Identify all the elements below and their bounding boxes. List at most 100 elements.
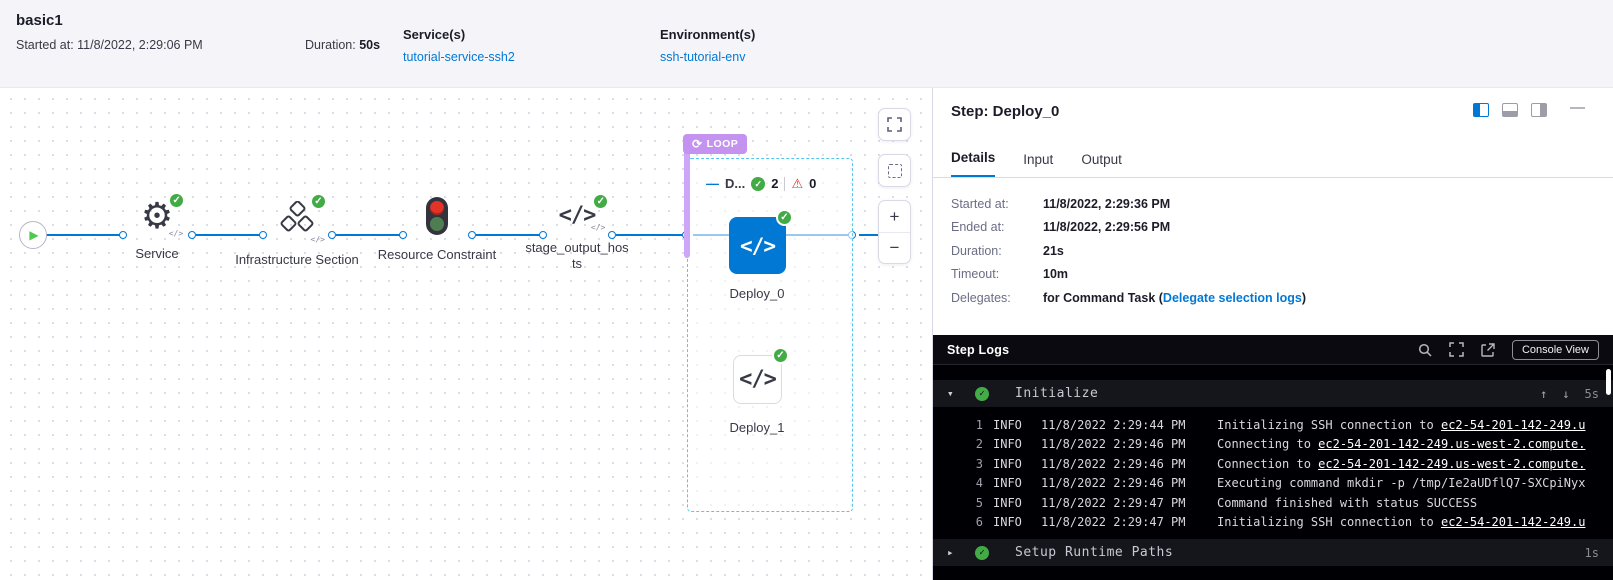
minimize-panel-icon[interactable]: —	[1570, 99, 1585, 116]
detail-row-delegates: Delegates: for Command Task (Delegate se…	[951, 286, 1597, 310]
log-group-duration: 5s	[1584, 386, 1599, 401]
duration-label: Duration:	[305, 38, 360, 52]
log-text: Executing command mkdir -p /tmp/Ie2aUDfl…	[1217, 476, 1586, 491]
node-service[interactable]: ⚙ ✓ </> Service	[95, 192, 219, 262]
chevron-down-icon[interactable]: ▾	[947, 387, 954, 400]
open-logs-new-tab-button[interactable]	[1481, 342, 1495, 357]
fullscreen-icon	[1449, 342, 1464, 357]
success-badge-icon: ✓	[310, 193, 327, 210]
connector-dot	[608, 231, 616, 239]
connector-dot	[259, 231, 267, 239]
tab-details[interactable]: Details	[951, 150, 996, 177]
failed-count: 0	[809, 176, 817, 191]
log-text: Connecting to	[1217, 437, 1319, 452]
marquee-select-icon	[887, 163, 902, 178]
pipeline-canvas[interactable]: ▶ ⚙ ✓ </> Service ✓ </> Infrastructur	[0, 88, 932, 580]
pipeline-start-button[interactable]: ▶	[19, 221, 47, 249]
step-panel-title: Step: Deploy_0	[951, 103, 1060, 120]
canvas-select-button[interactable]	[878, 154, 911, 187]
environments-label: Environment(s)	[660, 27, 756, 42]
detail-label: Started at:	[951, 196, 1009, 211]
console-view-button[interactable]: Console View	[1511, 339, 1599, 360]
edge	[616, 234, 683, 236]
services-block: Service(s) tutorial-service-ssh2	[403, 27, 515, 64]
red-light-icon	[430, 201, 444, 215]
loop-group-boundary[interactable]	[687, 158, 853, 512]
split-view-icon[interactable]	[1473, 103, 1489, 117]
services-label: Service(s)	[403, 27, 466, 42]
log-line-number: 6	[975, 515, 983, 530]
zoom-out-button[interactable]: −	[879, 232, 910, 263]
loop-icon: ⟳	[692, 137, 703, 151]
log-level: INFO	[993, 515, 1022, 530]
delegates-suffix: )	[1301, 290, 1307, 305]
success-count-icon: ✓	[751, 176, 766, 191]
success-count: 2	[771, 176, 779, 191]
log-timestamp: 11/8/2022 2:29:46 PM	[1041, 437, 1186, 452]
node-stage-output-hosts[interactable]: </> ✓ </> stage_output_hosts	[515, 193, 639, 273]
bottom-view-icon[interactable]	[1502, 103, 1518, 117]
zoom-in-button[interactable]: +	[889, 206, 900, 226]
log-level: INFO	[993, 417, 1022, 432]
scroll-down-icon[interactable]: ↓	[1562, 386, 1570, 401]
delegate-selection-logs-link[interactable]: Delegate selection logs	[1162, 290, 1302, 305]
connector-dot	[399, 231, 407, 239]
right-view-icon[interactable]	[1531, 103, 1547, 117]
node-resource-constraint[interactable]: Resource Constraint	[375, 197, 499, 263]
log-host-link[interactable]: ec2-54-201-142-249.us-west-2.compute.	[1318, 456, 1586, 471]
gear-icon: ⚙	[140, 195, 174, 236]
log-group-setup-runtime-paths[interactable]: ▸ ✓ Setup Runtime Paths 1s	[933, 539, 1613, 566]
log-timestamp: 11/8/2022 2:29:44 PM	[1041, 417, 1186, 432]
service-link[interactable]: tutorial-service-ssh2	[403, 50, 515, 64]
canvas-fullscreen-button[interactable]	[878, 108, 911, 141]
edge	[336, 234, 403, 236]
loop-accent-bar	[684, 140, 690, 258]
search-logs-button[interactable]	[1418, 343, 1432, 357]
node-deploy-0[interactable]: </>	[729, 217, 786, 274]
expand-logs-button[interactable]	[1449, 342, 1464, 357]
chevron-right-icon[interactable]: ▸	[947, 546, 954, 559]
log-line-number: 2	[975, 437, 983, 452]
console-scrollbar[interactable]	[1606, 369, 1611, 395]
code-icon: </>	[739, 367, 777, 392]
log-level: INFO	[993, 495, 1022, 510]
started-at-text: Started at: 11/8/2022, 2:29:06 PM	[16, 38, 203, 52]
log-group-initialize[interactable]: ▾ ✓ Initialize ↑ ↓ 5s	[933, 380, 1613, 407]
log-text: Initializing SSH connection to	[1217, 515, 1441, 530]
log-host-link[interactable]: ec2-54-201-142-249.u	[1440, 515, 1586, 530]
loop-group-title: D...	[725, 176, 746, 191]
collapse-icon[interactable]: —	[706, 176, 719, 191]
log-host-link[interactable]: ec2-54-201-142-249.u	[1440, 417, 1586, 432]
detail-value: 21s	[1043, 243, 1064, 258]
node-deploy-1[interactable]: </>	[733, 355, 782, 404]
tab-output[interactable]: Output	[1081, 152, 1122, 167]
log-level: INFO	[993, 437, 1022, 452]
environment-link[interactable]: ssh-tutorial-env	[660, 50, 746, 64]
log-timestamp: 11/8/2022 2:29:46 PM	[1041, 456, 1186, 471]
success-badge-icon: ✓	[772, 347, 789, 364]
scroll-up-icon[interactable]: ↑	[1540, 386, 1548, 401]
log-message: Connection to ec2-54-201-142-249.us-west…	[1217, 457, 1613, 471]
loop-group-header[interactable]: — D... ✓ 2 ⚠ 0	[706, 176, 816, 191]
step-logs-title: Step Logs	[947, 342, 1010, 357]
log-group-duration: 1s	[1584, 545, 1599, 560]
search-icon	[1418, 343, 1432, 357]
node-infrastructure[interactable]: ✓ </> Infrastructure Section	[235, 193, 359, 268]
zoom-controls: + −	[878, 200, 911, 264]
duration-value: 50s	[359, 38, 381, 52]
tab-input[interactable]: Input	[1023, 152, 1054, 167]
group-success-icon: ✓	[975, 386, 989, 401]
node-label: Deploy_1	[729, 420, 785, 435]
detail-value: for Command Task (Delegate selection log…	[1043, 291, 1306, 305]
log-host-link[interactable]: ec2-54-201-142-249.us-west-2.compute.	[1318, 437, 1586, 452]
loop-badge: ⟳ LOOP	[683, 134, 748, 154]
node-label: Service	[135, 246, 179, 261]
detail-label: Duration:	[951, 243, 1002, 258]
detail-row: Started at: 11/8/2022, 2:29:36 PM	[951, 192, 1597, 216]
log-timestamp: 11/8/2022 2:29:47 PM	[1041, 515, 1186, 530]
infrastructure-icon	[280, 200, 314, 232]
connector-dot	[468, 231, 476, 239]
log-line-number: 3	[975, 456, 983, 471]
log-line-number: 5	[975, 495, 983, 510]
step-type-icon: </>	[168, 229, 184, 238]
